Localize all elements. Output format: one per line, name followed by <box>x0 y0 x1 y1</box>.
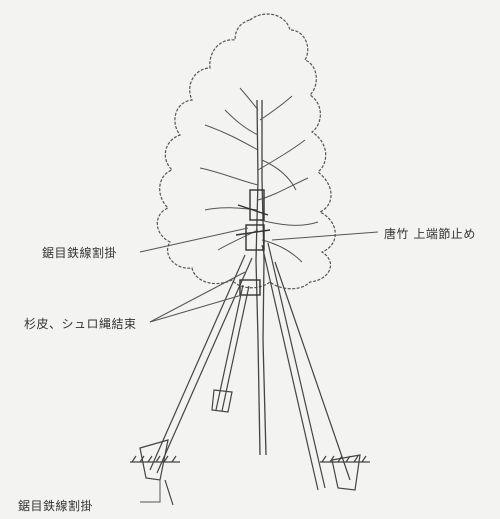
label-bamboo-top-node: 唐竹 上端節止め <box>384 227 476 241</box>
bamboo-poles <box>149 242 351 491</box>
label-cedar-bark-rope: 杉皮、シュロ縄結束 <box>24 317 137 331</box>
label-wire-binding-top: 鋸目鉄線割掛 <box>42 246 118 260</box>
tree-branches <box>199 87 319 263</box>
tree-canopy-outline <box>156 13 336 290</box>
tree-trunk <box>255 99 261 456</box>
label-wire-binding-bottom: 鋸目鉄線割掛 <box>18 499 94 513</box>
bindings <box>235 189 271 296</box>
ground-stakes <box>130 389 370 506</box>
tree-trunk-right <box>261 100 267 456</box>
leader-lines <box>139 227 379 503</box>
